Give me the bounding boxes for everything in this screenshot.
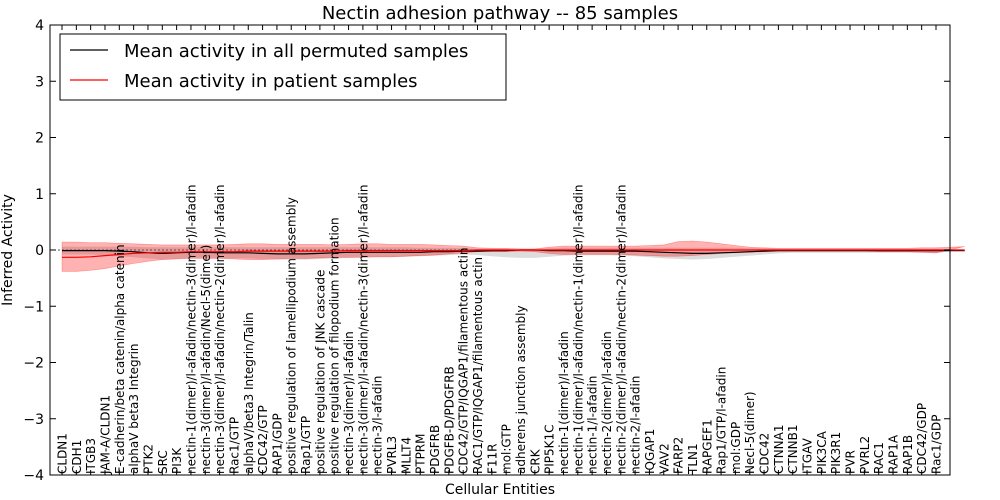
x-tick-label: nectin-2(dimer)/l-afadin xyxy=(600,331,614,474)
chart-title: Nectin adhesion pathway -- 85 samples xyxy=(322,3,678,24)
x-tick-label: MLLT4 xyxy=(399,437,413,474)
x-tick-label: Rac1/GTP xyxy=(227,417,241,474)
x-tick-label: nectin-3/l-afadin xyxy=(371,376,385,474)
x-tick-label: RAC1/GTP/IQGAP1/filamentous actin xyxy=(471,257,485,474)
x-tick-label: nectin-3(dimer)/l-afadin/nectin-2(dimer)… xyxy=(213,185,227,474)
legend: Mean activity in all permuted samples Me… xyxy=(59,33,507,101)
x-tick-label: F11R xyxy=(485,443,499,474)
x-tick-label: positive regulation of JNK cascade xyxy=(313,270,327,474)
x-tick-label: PVRL3 xyxy=(385,436,399,474)
x-tick-label: SRC xyxy=(156,450,170,474)
y-tick-label: −1 xyxy=(23,299,44,315)
x-tick-label: adherens junction assembly xyxy=(514,305,528,474)
x-tick-label: ITGAV xyxy=(801,437,815,474)
x-tick-label: nectin-3(dimer)/l-afadin/nectin-3(dimer)… xyxy=(356,185,370,474)
x-tick-label: CDC42/GTP/IQGAP1/filamentous actin xyxy=(457,248,471,474)
x-tick-label: Rap1/GTP/l-afadin xyxy=(715,367,729,474)
x-tick-label: alphaV beta3 Integrin xyxy=(127,343,141,474)
y-tick-label: 1 xyxy=(35,187,44,203)
y-tick-label: −2 xyxy=(23,356,44,372)
x-tick-label: Necl-5(dimer) xyxy=(743,391,757,474)
x-tick-label: CTNNB1 xyxy=(786,424,800,474)
x-tick-label: CDC42/GDP xyxy=(915,403,929,474)
x-tick-label: CRK xyxy=(528,448,542,474)
x-tick-label: CTNNA1 xyxy=(772,424,786,474)
x-tick-label: mol:GTP xyxy=(500,424,514,474)
x-tick-label: JAM-A/CLDN1 xyxy=(99,395,113,475)
x-tick-label: CDH1 xyxy=(70,440,84,474)
legend-label-patient: Mean activity in patient samples xyxy=(124,71,418,92)
x-tick-label: PIP5K1C xyxy=(543,424,557,474)
x-tick-label: RAP1A xyxy=(887,434,901,474)
x-tick-label: nectin-1(dimer)/l-afadin xyxy=(557,331,571,474)
legend-label-permuted: Mean activity in all permuted samples xyxy=(124,41,468,62)
x-tick-label: RAP1/GDP xyxy=(270,413,284,474)
x-tick-label: PI3K xyxy=(170,447,184,474)
legend-box xyxy=(59,33,507,101)
x-tick-label: nectin-3(dimer)/l-afadin/Necl-5(dimer) xyxy=(199,245,213,474)
x-tick-label: CDC42/GTP xyxy=(256,405,270,474)
x-tick-label: PDGFB-D/PDGFRB xyxy=(442,366,456,474)
x-tick-label: nectin-2(dimer)/l-afadin/nectin-2(dimer)… xyxy=(614,185,628,474)
line-patient xyxy=(62,249,965,258)
x-tick-label: alphaV/beta3 Integrin/Talin xyxy=(242,312,256,474)
x-tick-label: RAC1 xyxy=(872,442,886,474)
y-tick-label: −3 xyxy=(23,412,44,428)
x-tick-label: nectin-1(dimer)/l-afadin/nectin-3(dimer)… xyxy=(185,185,199,474)
x-tick-label: RAPGEF1 xyxy=(700,419,714,474)
x-tick-label: PVRL2 xyxy=(858,436,872,474)
y-tick-label: 4 xyxy=(35,18,44,34)
y-tick-label: 0 xyxy=(35,243,44,259)
x-tick-label: Rap1/GTP xyxy=(299,416,313,474)
x-tick-label: positive regulation of lamellipodium ass… xyxy=(285,197,299,474)
x-tick-label: RAP1B xyxy=(901,435,915,474)
x-tick-label: PDGFRB xyxy=(428,425,442,474)
y-tick-label: −4 xyxy=(23,468,44,484)
x-tick-label: PTK2 xyxy=(142,444,156,474)
x-axis-label: Cellular Entities xyxy=(445,482,555,498)
x-tick-label: Rac1/GDP xyxy=(930,415,944,474)
x-tick-label: mol:GDP xyxy=(729,422,743,474)
x-tick-label: IQGAP1 xyxy=(643,429,657,474)
y-axis-ticks: −4 −3 −2 −1 0 1 2 3 4 xyxy=(23,18,950,484)
x-tick-label: PIK3R1 xyxy=(829,432,843,474)
x-tick-label: VAV2 xyxy=(657,443,671,474)
x-tick-label: TLN1 xyxy=(686,443,700,475)
y-tick-label: 2 xyxy=(35,131,44,147)
plot-frame xyxy=(49,24,951,476)
x-tick-label: positive regulation of filopodium format… xyxy=(328,217,342,474)
y-tick-label: 3 xyxy=(35,74,44,90)
band-patient xyxy=(61,240,965,272)
x-tick-label: nectin-3(dimer)/l-afadin xyxy=(342,331,356,474)
x-tick-label: E-cadherin/beta catenin/alpha catenin xyxy=(113,244,127,474)
x-tick-label: PTPRM xyxy=(414,434,428,475)
x-tick-label: nectin-1/l-afadin xyxy=(586,376,600,474)
series-lines xyxy=(62,249,965,258)
x-tick-label: PIK3CA xyxy=(815,430,829,474)
x-tick-label: nectin-1(dimer)/l-afadin/nectin-1(dimer)… xyxy=(571,185,585,474)
x-tick-label: CDC42 xyxy=(758,433,772,474)
x-tick-label: nectin-2/l-afadin xyxy=(629,376,643,474)
x-tick-label: CLDN1 xyxy=(56,433,70,474)
x-tick-label: FARP2 xyxy=(672,437,686,474)
y-axis-label: Inferred Activity xyxy=(0,194,16,306)
x-tick-label: ITGB3 xyxy=(84,438,98,474)
x-tick-label: PVR xyxy=(844,450,858,474)
